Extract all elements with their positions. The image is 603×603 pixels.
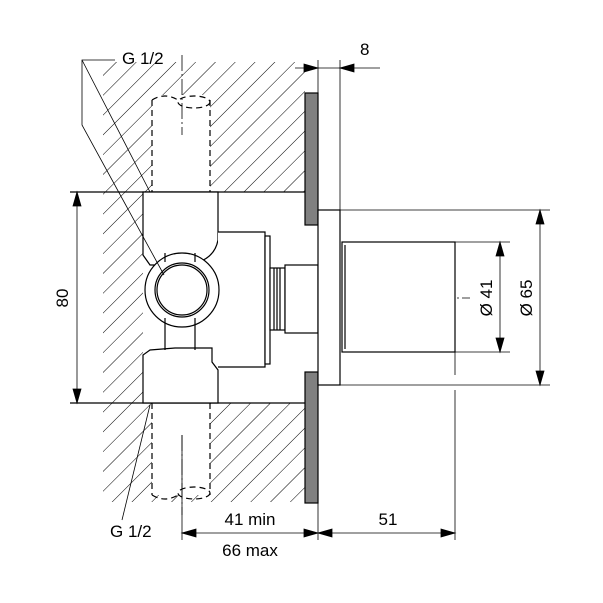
valve-body: [142, 191, 271, 404]
rosette-diameter-label: Ø 65: [517, 280, 536, 317]
wall-plate-bottom: [304, 371, 319, 504]
wall-hatching: [103, 62, 305, 502]
rosette: [317, 209, 341, 386]
depth-min-label: 41 min: [224, 510, 275, 529]
wall-plate-top: [304, 92, 319, 226]
cap-diameter-label: Ø 41: [477, 280, 496, 317]
depth-max-label: 66 max: [222, 541, 278, 560]
projection-label: 51: [379, 510, 398, 529]
hidden-pipes: [151, 95, 211, 500]
thread-bottom-label: G 1/2: [110, 522, 152, 541]
dimension-lines: [72, 59, 550, 540]
height-label: 80: [53, 289, 72, 308]
cap: [341, 241, 456, 353]
threaded-nipple: [269, 264, 319, 334]
plate-thickness-label: 8: [360, 40, 369, 59]
thread-top-label: G 1/2: [122, 49, 164, 68]
